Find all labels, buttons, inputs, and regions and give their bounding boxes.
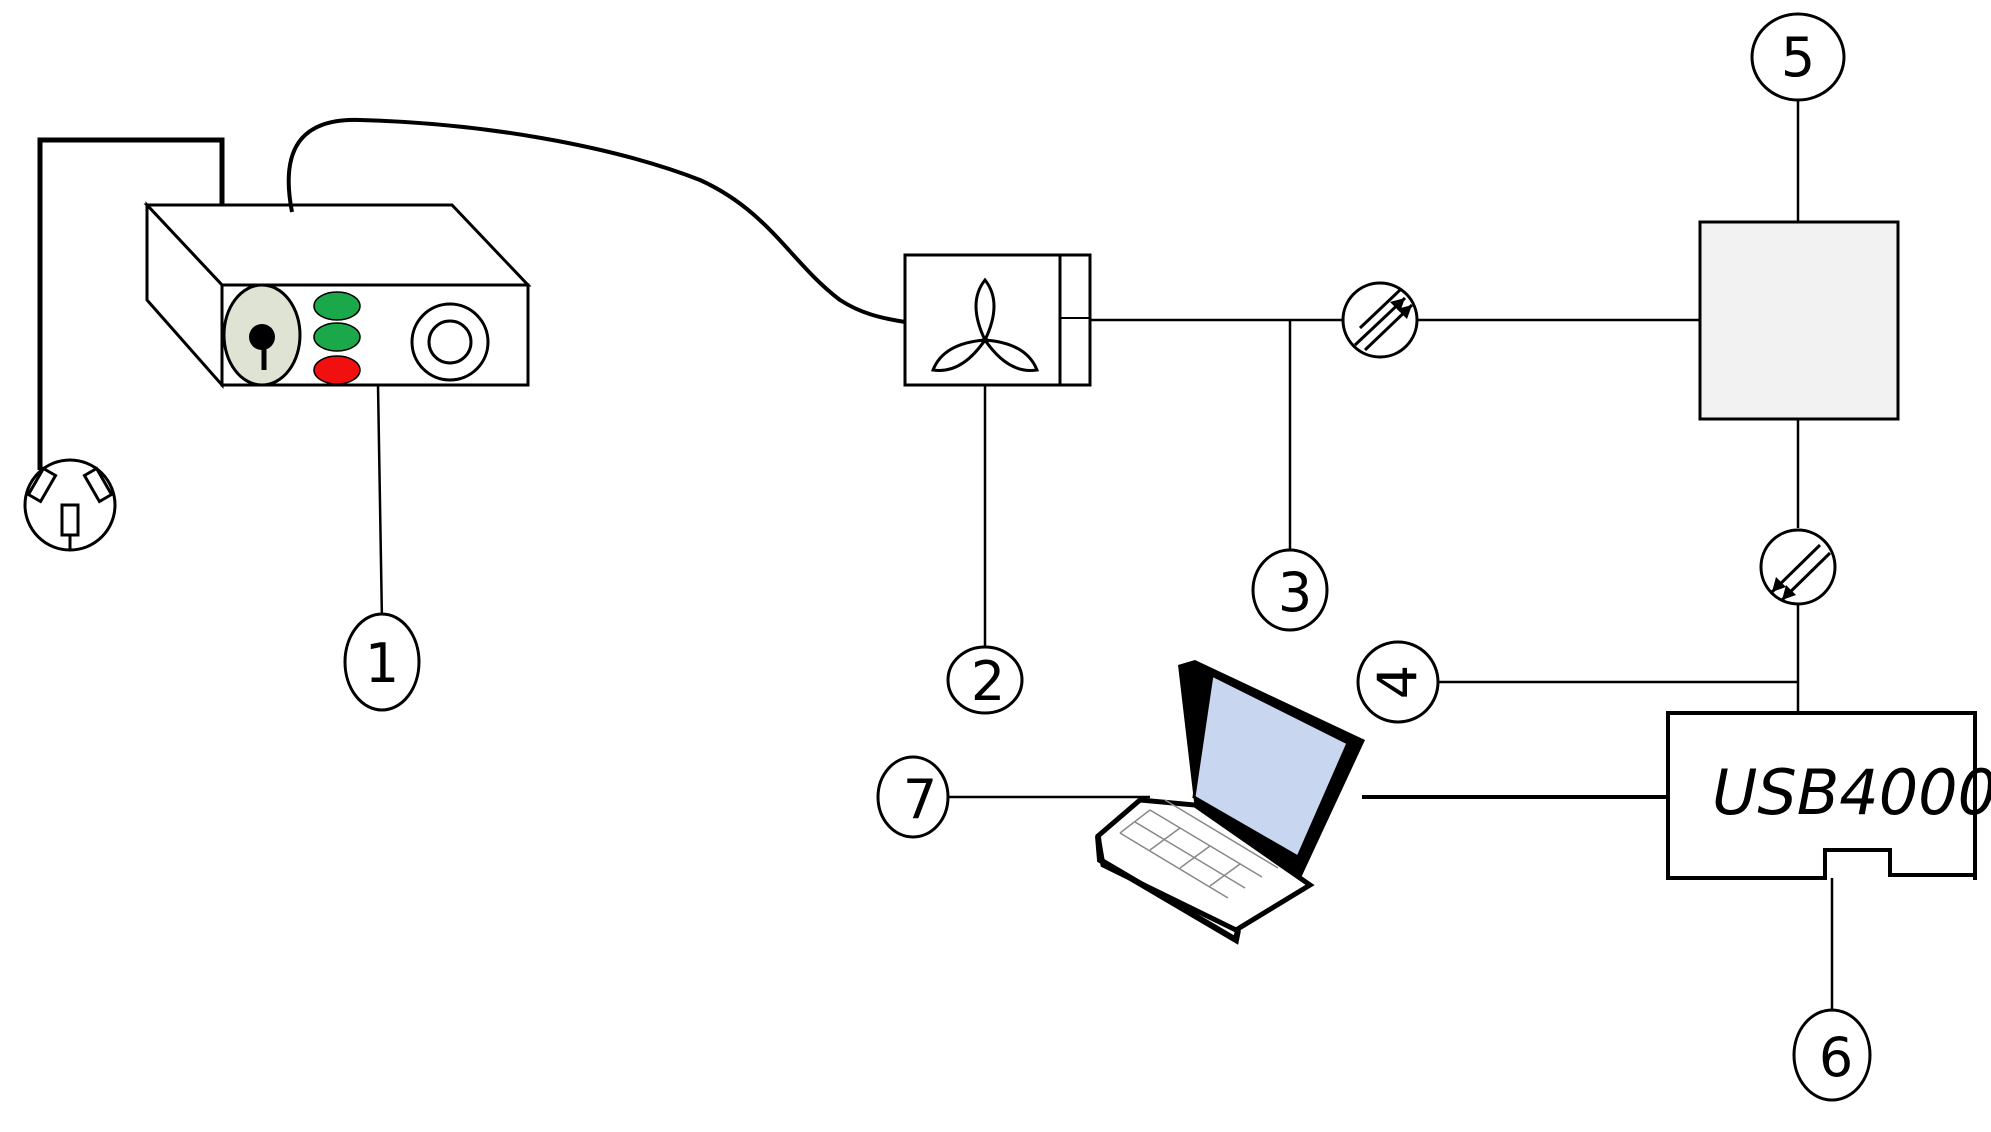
indicator-led-green-1: [313, 291, 361, 321]
callout-1: 1: [343, 612, 421, 712]
wall-outlet-icon: [23, 458, 117, 552]
callout-4-text: 4: [1367, 665, 1430, 699]
laptop-icon: [1095, 660, 1365, 945]
callout-3: 3: [1251, 548, 1329, 632]
callout-5-text: 5: [1781, 26, 1815, 89]
callout-6-text: 6: [1819, 1026, 1853, 1089]
callout-3-text: 3: [1278, 561, 1312, 624]
callout-7-text: 7: [903, 768, 937, 831]
fan-unit: [903, 253, 1092, 387]
fiber-coupler-out-icon: [1759, 528, 1837, 606]
callout-4: 4: [1356, 640, 1440, 724]
light-cable: [286, 117, 906, 324]
callout-5: 5: [1750, 12, 1846, 102]
callout-7: 7: [876, 755, 950, 839]
fiber-coupler-in-icon: [1341, 281, 1419, 359]
callout-6: 6: [1792, 1008, 1872, 1102]
spectrometer-usb4000: USB4000: [1666, 711, 1991, 880]
indicator-led-red: [313, 355, 361, 385]
light-source-box: [143, 201, 532, 389]
power-cord: [37, 137, 225, 470]
fan-icon: [930, 277, 1040, 372]
indicator-led-green-2: [313, 322, 361, 352]
spectrometer-model-text: USB4000: [1712, 756, 1991, 829]
sample-chamber: [1698, 220, 1900, 421]
callout-1-text: 1: [365, 632, 399, 695]
callout-2-text: 2: [971, 650, 1005, 713]
callout-2: 2: [946, 645, 1024, 715]
leader-lines: [376, 100, 1834, 1010]
